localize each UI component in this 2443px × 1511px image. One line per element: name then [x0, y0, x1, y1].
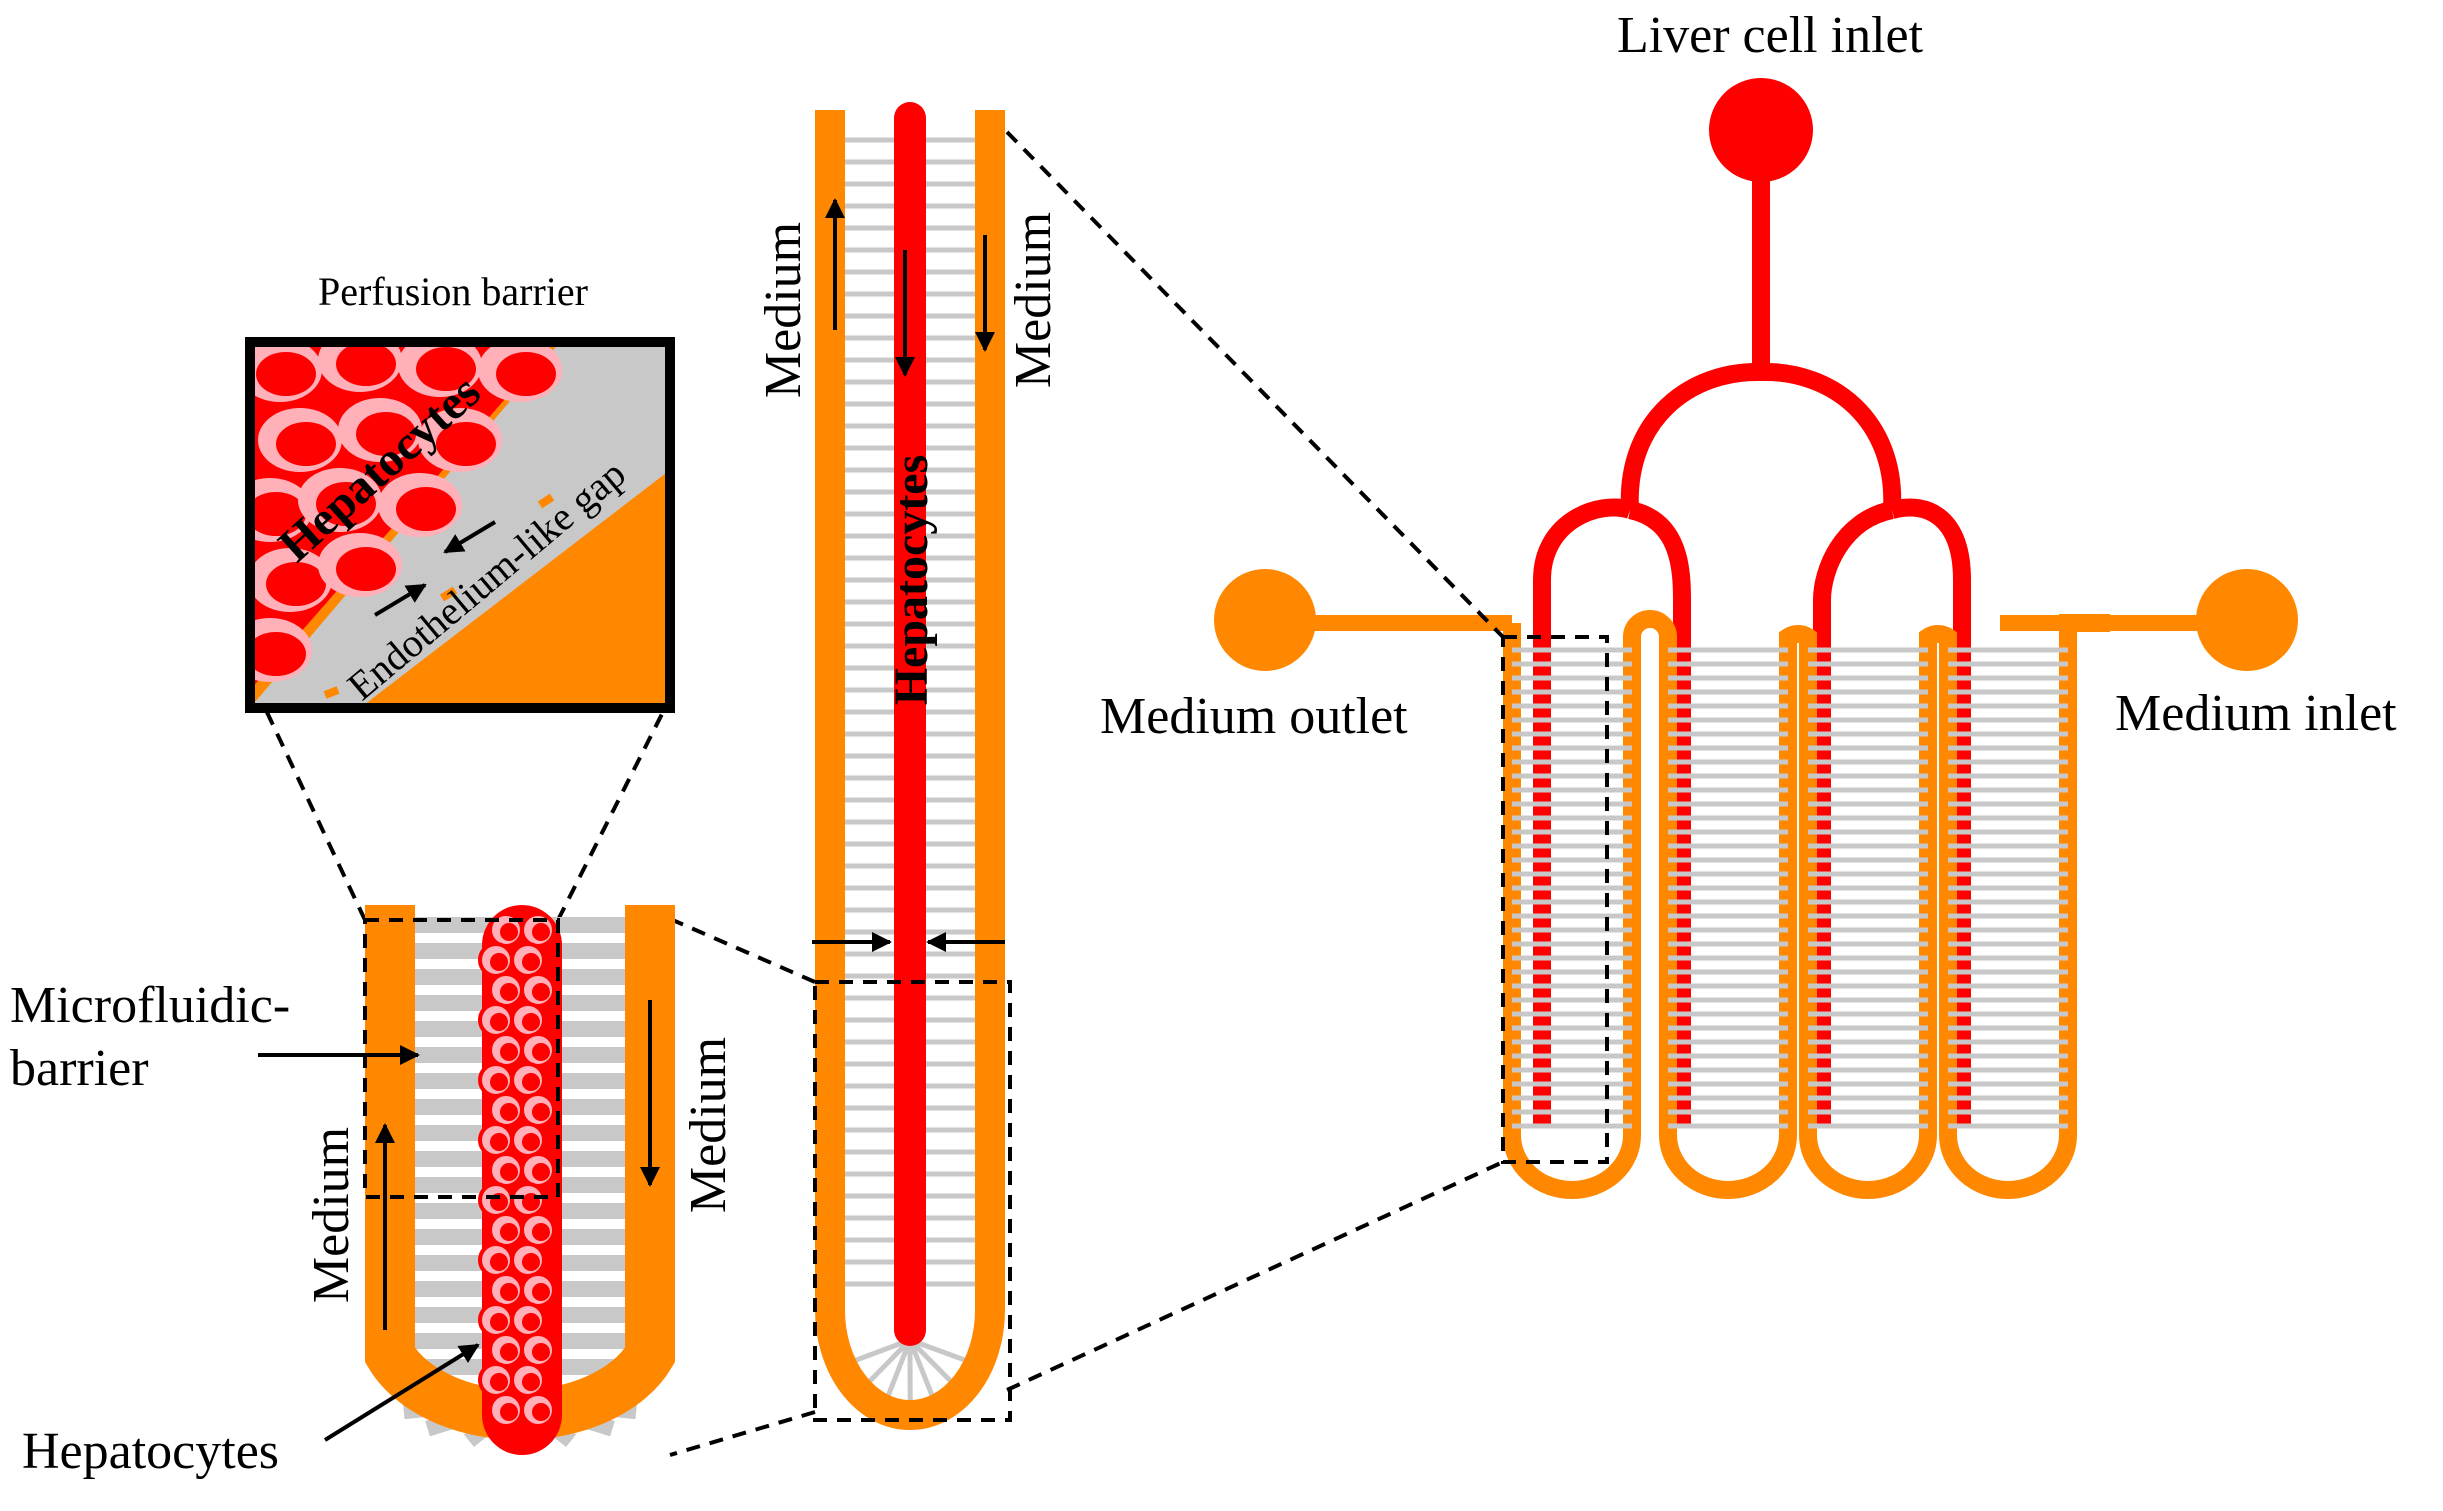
microfluidic-barrier-label-1: Microfluidic-	[10, 977, 290, 1034]
hepatocyte-nucleus	[522, 1373, 540, 1391]
closeup-medium-left-label: Medium	[303, 1127, 360, 1303]
inset-hepatocyte-nucleus	[396, 487, 456, 531]
inset-hepatocyte-nucleus	[256, 352, 316, 396]
hepatocyte-nucleus	[490, 1373, 508, 1391]
medium-inlet-port[interactable]	[2196, 569, 2298, 671]
hepatocyte-nucleus	[490, 1133, 508, 1151]
inset-hepatocyte-nucleus	[496, 352, 556, 396]
mid-medium-left-label: Medium	[755, 222, 812, 398]
hepatocyte-nucleus	[500, 1223, 518, 1241]
medium-outlet-port[interactable]	[1214, 569, 1316, 671]
hepatocyte-nucleus	[522, 1313, 540, 1331]
microfluidic-barrier-label-2: barrier	[10, 1040, 149, 1097]
hepatocyte-nucleus	[522, 953, 540, 971]
hepatocyte-nucleus	[532, 1283, 550, 1301]
medium-inlet-label: Medium inlet	[2115, 685, 2397, 742]
hepatocyte-nucleus	[490, 1313, 508, 1331]
hepatocyte-nucleus	[490, 1073, 508, 1091]
inset-frame	[245, 337, 675, 713]
single-loop-detail: Medium Medium Hepatocytes	[755, 102, 1062, 1431]
inset-hepatocyte-nucleus	[276, 422, 336, 466]
hepatocyte-nucleus	[490, 1253, 508, 1271]
hepatocyte-nucleus	[490, 1013, 508, 1031]
hepatocyte-nucleus	[500, 1163, 518, 1181]
cell-distribution-tree	[1533, 362, 1971, 1127]
inset-hepatocyte-nucleus	[416, 347, 476, 391]
closeup-hepatocytes-label: Hepatocytes	[22, 1423, 279, 1480]
mid-hepatocytes-label: Hepatocytes	[885, 455, 938, 706]
closeup-zoom-box	[363, 918, 560, 1199]
closeup-medium-right-label: Medium	[680, 1037, 737, 1213]
hepatocyte-nucleus	[532, 1343, 550, 1361]
hepatocyte-nucleus	[500, 1043, 518, 1061]
chip-zoom-box	[1501, 635, 1609, 1164]
hepatocyte-nucleus	[532, 923, 550, 941]
inset-hepatocyte-nucleus	[316, 482, 376, 526]
inset-hepatocyte-nucleus	[250, 632, 306, 676]
inset-hepatocyte-nucleus	[336, 547, 396, 591]
hepatocyte-nucleus	[490, 953, 508, 971]
hepatocyte-nucleus	[500, 1103, 518, 1121]
inset-hepatocyte-nucleus	[336, 342, 396, 386]
hepatocyte-nucleus	[522, 1073, 540, 1091]
liver-cell-inlet-label: Liver cell inlet	[1617, 7, 1924, 64]
hepatocyte-nucleus	[500, 1403, 518, 1421]
hepatocyte-nucleus	[500, 1343, 518, 1361]
hepatocyte-nucleus	[532, 1163, 550, 1181]
hepatocyte-nucleus	[500, 1283, 518, 1301]
mid-zoom-box	[813, 980, 1012, 1422]
inset-hepatocyte-nucleus	[356, 412, 416, 456]
inset-hepatocyte-nucleus	[266, 562, 326, 606]
liver-cell-inlet-port[interactable]	[1709, 78, 1813, 182]
closeup-hepatocyte-cells	[478, 912, 556, 1428]
inset-hepatocyte-nucleus	[436, 422, 496, 466]
hepatocyte-nucleus	[500, 983, 518, 1001]
hepatocyte-nucleus	[500, 923, 518, 941]
channel-closeup: Microfluidic- barrier Medium Medium Hepa…	[10, 905, 737, 1480]
mid-medium-channel	[815, 110, 1005, 1430]
chip-barrier-rungs	[1512, 647, 2068, 1129]
inset-hepatocyte-nucleus	[250, 492, 306, 536]
hepatocyte-nucleus	[532, 983, 550, 1001]
hepatocyte-nucleus	[522, 1253, 540, 1271]
hepatocyte-nucleus	[522, 1013, 540, 1031]
perfusion-barrier-title: Perfusion barrier	[318, 269, 588, 314]
hepatocyte-nucleus	[532, 1223, 550, 1241]
perfusion-barrier-inset: Perfusion barrier Hepatocytes Endotheliu…	[245, 269, 675, 713]
zoom-connectors	[263, 130, 1505, 1457]
medium-outlet-label: Medium outlet	[1100, 688, 1408, 745]
chip-overview: Liver cell inlet Medium outlet Medium in…	[1100, 7, 2397, 1199]
hepatocyte-nucleus	[532, 1403, 550, 1421]
hepatocyte-nucleus	[532, 1043, 550, 1061]
hepatocyte-nucleus	[532, 1103, 550, 1121]
hepatocyte-nucleus	[522, 1133, 540, 1151]
mid-medium-right-label: Medium	[1005, 212, 1062, 388]
